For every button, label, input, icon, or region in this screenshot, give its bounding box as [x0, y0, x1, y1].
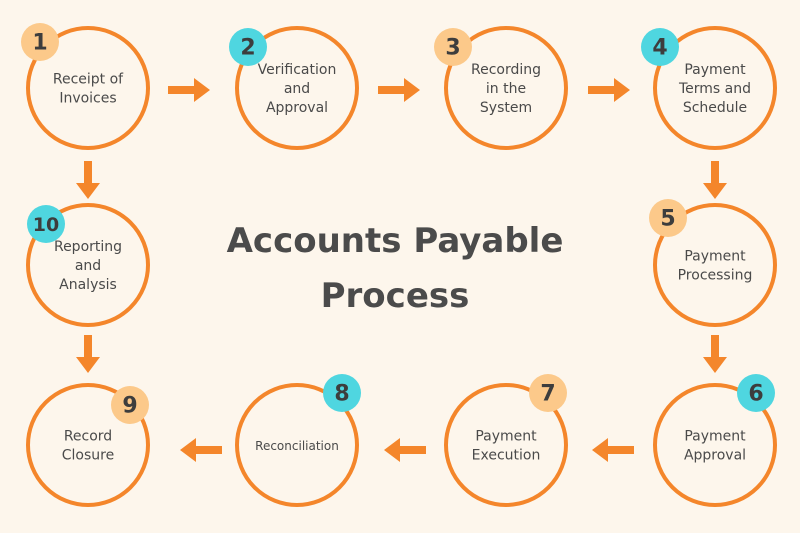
- step-label-line: Closure: [62, 448, 114, 464]
- step-circle: [26, 203, 150, 327]
- step-number: 1: [32, 31, 47, 56]
- step-label-line: Payment: [684, 429, 746, 445]
- step-label-line: in the: [486, 81, 526, 97]
- diagram-title-line-2: Process: [321, 276, 470, 316]
- step-circle: [653, 26, 777, 150]
- step-label-line: Terms and: [678, 81, 751, 97]
- step-circle: [235, 383, 359, 507]
- step-circle: [26, 383, 150, 507]
- step-label-line: Record: [64, 429, 112, 445]
- step-number: 9: [122, 394, 137, 419]
- arrow-down-icon: [703, 161, 727, 199]
- step-label-line: Schedule: [683, 100, 747, 116]
- step-circle: [26, 26, 150, 150]
- step-label-line: System: [480, 100, 532, 116]
- step-circle: [235, 26, 359, 150]
- step-number-badge: [529, 374, 567, 412]
- step-label-line: Execution: [472, 448, 541, 464]
- step-circle: [444, 26, 568, 150]
- arrow-right-icon: [168, 78, 210, 102]
- step-number-badge: [649, 199, 687, 237]
- step-label-line: Invoices: [59, 91, 116, 107]
- step-number-badge: [323, 374, 361, 412]
- step-number: 6: [748, 382, 763, 407]
- step-number-badge: [641, 28, 679, 66]
- step-number-badge: [27, 205, 65, 243]
- step-label-line: Reporting: [54, 239, 122, 255]
- arrow-left-icon: [180, 438, 222, 462]
- step-label-line: Payment: [684, 62, 746, 78]
- step-label-line: Receipt of: [53, 72, 124, 88]
- step-label-line: Approval: [266, 100, 328, 116]
- step-number-badge: [737, 374, 775, 412]
- arrow-left-icon: [592, 438, 634, 462]
- arrow-down-icon: [76, 161, 100, 199]
- step-number: 8: [334, 382, 349, 407]
- step-label-line: Reconciliation: [255, 439, 339, 453]
- step-number-badge: [229, 28, 267, 66]
- step-label-line: Approval: [684, 448, 746, 464]
- flow-arrows: [76, 78, 727, 462]
- step-label-line: Payment: [684, 249, 746, 265]
- step-number: 3: [445, 36, 460, 61]
- step-label-line: Analysis: [59, 277, 117, 293]
- step-label-line: Verification: [258, 62, 337, 78]
- diagram-title-line-1: Accounts Payable: [227, 221, 564, 261]
- step-circle: [653, 383, 777, 507]
- arrow-down-icon: [703, 335, 727, 373]
- step-number-badge: [21, 23, 59, 61]
- step-number-badge: [111, 386, 149, 424]
- step-number: 4: [652, 36, 667, 61]
- arrow-down-icon: [76, 335, 100, 373]
- step-label-line: Payment: [475, 429, 537, 445]
- step-label-line: and: [284, 81, 310, 97]
- arrow-right-icon: [378, 78, 420, 102]
- step-circle: [444, 383, 568, 507]
- step-label-line: and: [75, 258, 101, 274]
- step-label-line: Recording: [471, 62, 541, 78]
- step-number: 5: [660, 207, 675, 232]
- step-number: 10: [33, 214, 59, 236]
- arrow-right-icon: [588, 78, 630, 102]
- step-number: 7: [540, 382, 555, 407]
- step-circle: [653, 203, 777, 327]
- arrow-left-icon: [384, 438, 426, 462]
- step-number: 2: [240, 36, 255, 61]
- step-number-badge: [434, 28, 472, 66]
- step-label-line: Processing: [678, 268, 753, 284]
